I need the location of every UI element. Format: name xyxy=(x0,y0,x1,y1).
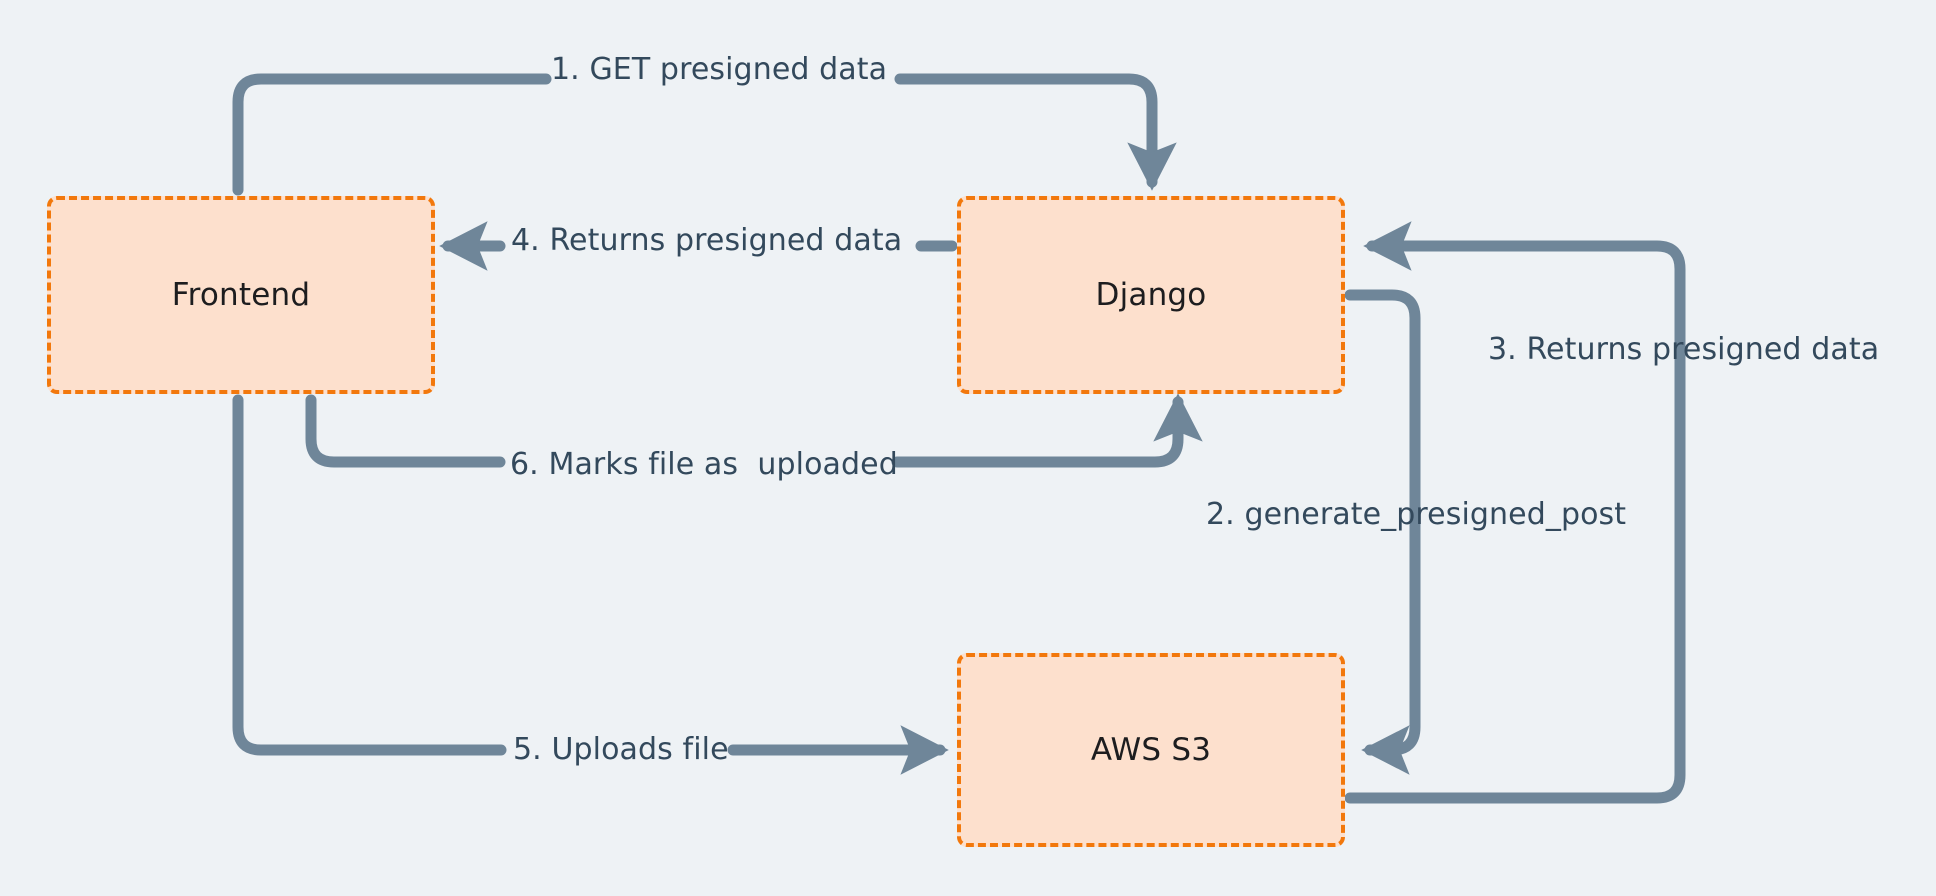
edge-label-5: 5. Uploads file xyxy=(513,732,729,767)
edge-label-4: 4. Returns presigned data xyxy=(511,223,903,258)
node-django[interactable]: Django xyxy=(957,196,1345,394)
edge-label-3: 3. Returns presigned data xyxy=(1488,332,1880,367)
edge-label-2: 2. generate_presigned_post xyxy=(1206,497,1627,532)
edge-label-1: 1. GET presigned data xyxy=(551,52,888,87)
connector-3 xyxy=(1344,221,1686,804)
connector-6b xyxy=(891,393,1203,468)
node-frontend[interactable]: Frontend xyxy=(47,196,435,394)
node-frontend-label: Frontend xyxy=(171,277,311,313)
connector-1 xyxy=(232,73,552,196)
connector-5 xyxy=(232,394,507,756)
node-aws-s3-label: AWS S3 xyxy=(1090,732,1212,768)
node-django-label: Django xyxy=(1095,277,1207,313)
edge-label-6: 6. Marks file as uploaded xyxy=(510,447,898,482)
connector-2 xyxy=(1344,289,1421,775)
connector-6 xyxy=(305,394,506,468)
node-aws-s3[interactable]: AWS S3 xyxy=(957,653,1345,847)
connector-1b xyxy=(894,73,1177,191)
